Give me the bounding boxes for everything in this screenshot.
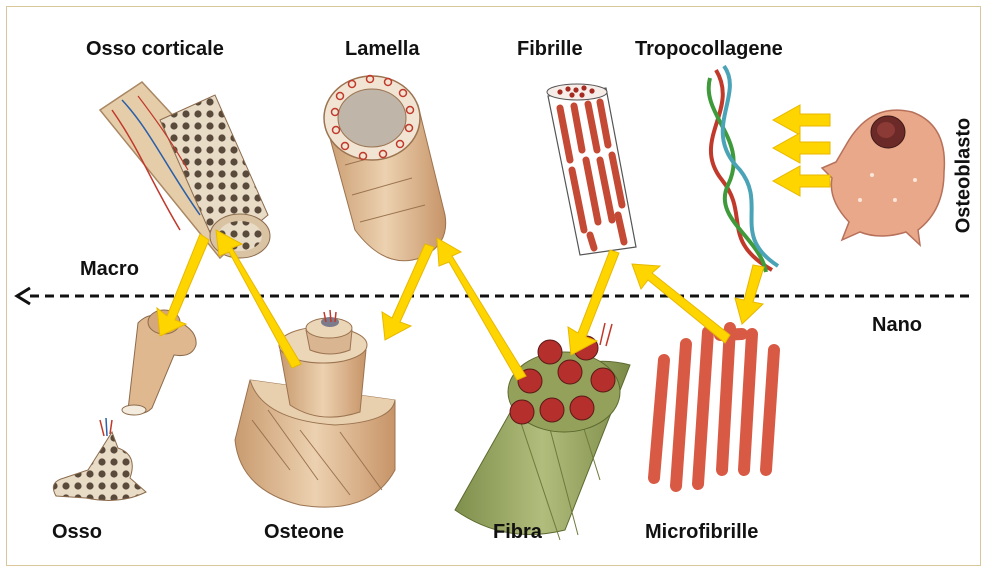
label-osso-corticale: Osso corticale (86, 38, 224, 61)
osteoblast-cell-illustration (822, 110, 944, 245)
cortical-bone-illustration (100, 82, 270, 258)
label-osteone: Osteone (264, 521, 344, 544)
arrow-corticale-to-osso (157, 234, 209, 336)
label-osteoblasto: Osteoblasto (953, 116, 976, 236)
fibrils-illustration (547, 84, 636, 255)
scale-axis-arrowhead (17, 288, 30, 304)
arrow-fibrille-to-fibra (568, 250, 619, 355)
arrow-osteoblast-3 (773, 166, 830, 196)
arrow-osteoblast-2 (773, 133, 830, 163)
label-fibrille: Fibrille (517, 38, 583, 61)
label-microfibrille: Microfibrille (645, 521, 758, 544)
arrow-osteoblast-1 (773, 105, 830, 135)
label-osso: Osso (52, 521, 102, 544)
fiber-illustration (455, 323, 630, 540)
label-tropocollagene: Tropocollagene (635, 38, 783, 61)
arrow-microfibrille-to-fibrille (632, 264, 730, 343)
label-nano: Nano (872, 314, 922, 337)
arrow-fibra-to-lamella (437, 238, 526, 380)
lamella-illustration (324, 76, 446, 261)
tropocollagen-helix-illustration (709, 66, 778, 272)
microfibrils-illustration (654, 328, 774, 486)
label-macro: Macro (80, 258, 139, 281)
femur-bone-illustration (53, 310, 196, 500)
osteon-illustration (235, 310, 395, 507)
label-fibra: Fibra (493, 521, 542, 544)
label-lamella: Lamella (345, 38, 419, 61)
